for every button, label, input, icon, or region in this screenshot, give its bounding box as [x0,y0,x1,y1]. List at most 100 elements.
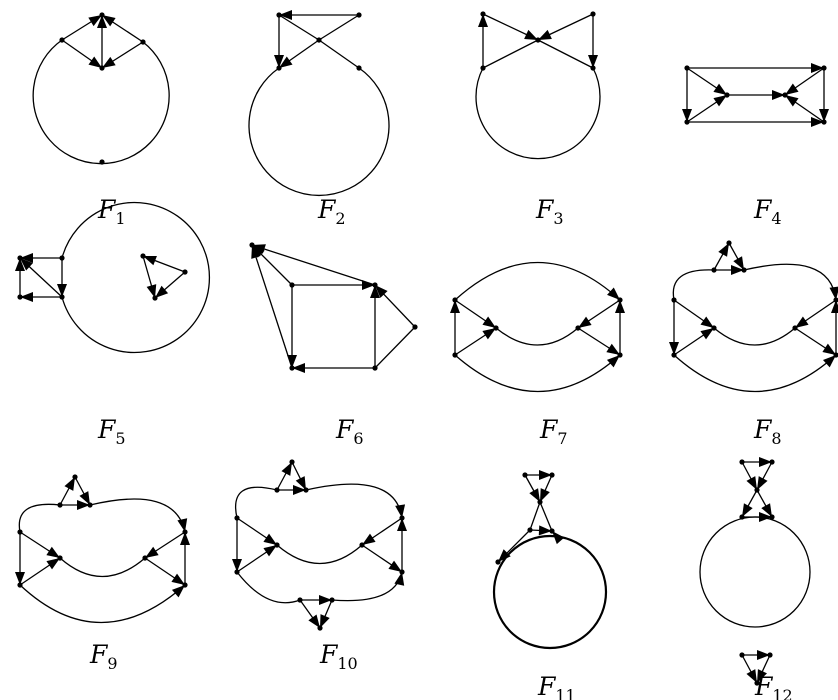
graph-edge [672,269,715,301]
graph-vertex [356,12,362,18]
graph-f11 [492,470,608,650]
arrowhead [88,56,102,68]
graph-vertex [769,459,775,465]
arrowhead [829,286,838,300]
arrowhead [279,10,292,20]
graph-f5 [15,201,211,354]
graph-edge [235,486,278,519]
graph-vertex [276,65,282,71]
graph-edge [19,584,186,623]
arrowhead [761,503,772,517]
arrowhead [822,343,836,355]
label-subscript: 10 [337,654,357,673]
graph-vertex [767,652,773,658]
arrowhead [772,90,785,100]
arrowhead [478,14,488,27]
graph-vertex [617,352,623,358]
graph-edge [482,39,539,69]
graph-vertex [59,294,65,300]
graph-edge [713,327,796,346]
graph-vertex [821,65,827,71]
arrowhead [831,300,838,313]
arrowhead [281,462,292,476]
graph-vertex [617,297,623,303]
graph-vertex [182,582,188,588]
arrowhead [319,595,332,605]
arrowhead [295,476,306,490]
arrowhead [450,300,460,313]
arrowhead [785,95,799,107]
arrowhead [263,545,277,557]
arrowhead [171,585,185,598]
graph-edge [18,503,61,533]
graph-vertex [140,39,146,45]
figure-label-f6: F6 [335,415,364,448]
graph-f3 [475,11,601,160]
arrowhead [145,546,159,558]
graph-edge [278,14,320,41]
arrowhead [785,83,799,95]
graph-vertex [274,542,280,548]
graph-vertex [289,459,295,465]
graph-edge [32,39,170,165]
arrowhead [733,256,744,270]
graph-vertex [527,527,533,533]
graph-edge [251,244,376,286]
graph-vertex [329,597,335,603]
graph-vertex [833,297,838,303]
arrowhead [20,258,33,271]
graph-vertex [289,282,295,288]
arrowhead [274,55,284,68]
label-subscript: 1 [115,209,125,228]
arrowhead [308,614,320,628]
graph-vertex [711,325,717,331]
graph-edge [475,67,601,160]
arrowhead [397,518,407,531]
graph-edge [492,534,608,650]
arrowhead [177,518,188,532]
arrowhead [146,284,157,298]
label-subscript: 12 [772,686,792,700]
graph-f10 [232,459,407,631]
graph-vertex [537,499,543,505]
arrowhead [482,328,496,340]
arrowhead [79,491,90,505]
arrowhead [540,488,550,502]
graph-vertex [671,352,677,358]
arrowhead [811,117,824,127]
graph-f4 [682,63,829,127]
arrowhead [578,316,592,328]
label-base: F [539,415,559,444]
graph-vertex [57,502,63,508]
arrowhead [757,476,768,490]
arrowhead [757,669,768,683]
graph-vertex [549,472,555,478]
graph-vertex [833,352,838,358]
graph-edge [454,354,621,392]
graph-vertex [711,267,717,273]
arrowhead [759,512,772,522]
arrowhead [180,532,190,545]
arrowhead [20,292,33,302]
label-subscript: 7 [557,429,567,448]
graph-edge [236,571,301,604]
arrowhead [606,355,620,368]
graph-vertex [399,515,405,521]
label-subscript: 6 [353,429,363,448]
graph-vertex [754,680,760,686]
label-base: F [97,415,117,444]
arrowhead [700,328,714,340]
figure-label-f2: F2 [317,195,346,228]
graph-vertex [741,267,747,273]
arrowhead [746,476,757,490]
label-base: F [535,195,555,224]
graph-vertex [140,253,146,259]
arrowhead [320,614,330,628]
figure-label-f4: F4 [753,195,782,228]
arrowhead [102,15,116,27]
arrowhead [388,560,402,572]
graph-vertex [99,159,105,165]
arrowhead [293,485,306,495]
arrowhead [252,245,265,258]
graph-vertex [590,65,596,71]
